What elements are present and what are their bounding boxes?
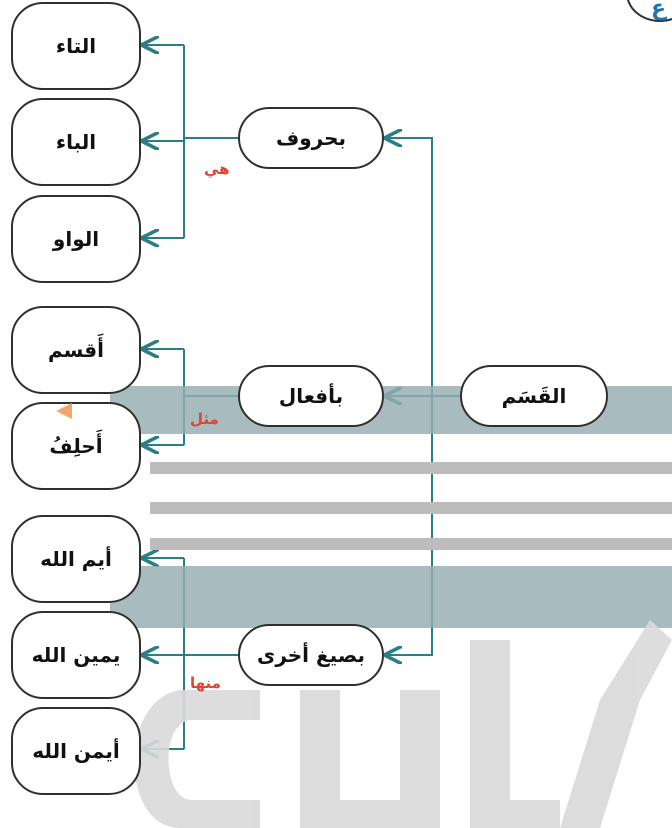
- overlay-stripe: [150, 538, 672, 550]
- corner-glyph: ع: [650, 0, 666, 21]
- leaf-node: أَقسم: [11, 306, 141, 394]
- overlay-band: [110, 566, 672, 628]
- root-to-branch-3-connector: [386, 396, 433, 655]
- relation-label-other-forms: منها: [190, 674, 221, 692]
- branch-node-verbs: بأفعال: [238, 365, 384, 427]
- overlay-stripe: [150, 462, 672, 474]
- leaf-node: الباء: [11, 98, 141, 186]
- leaf-node: أَحلِفُ: [11, 402, 141, 490]
- relation-label-verbs: مثل: [190, 410, 219, 428]
- leaf-node: التاء: [11, 2, 141, 90]
- branch-node-letters: بحروف: [238, 107, 384, 169]
- leaf-node: أيمن الله: [11, 707, 141, 795]
- branch-node-other-forms: بصيغ أخرى: [238, 624, 384, 686]
- root-node: القَسَم: [460, 365, 608, 427]
- leaf-node: أيم الله: [11, 515, 141, 603]
- leaf-node: يمين الله: [11, 611, 141, 699]
- relation-label-letters: هي: [204, 160, 230, 178]
- overlay-stripe: [150, 502, 672, 514]
- leaf-node: الواو: [11, 195, 141, 283]
- accent-marker: [56, 403, 72, 419]
